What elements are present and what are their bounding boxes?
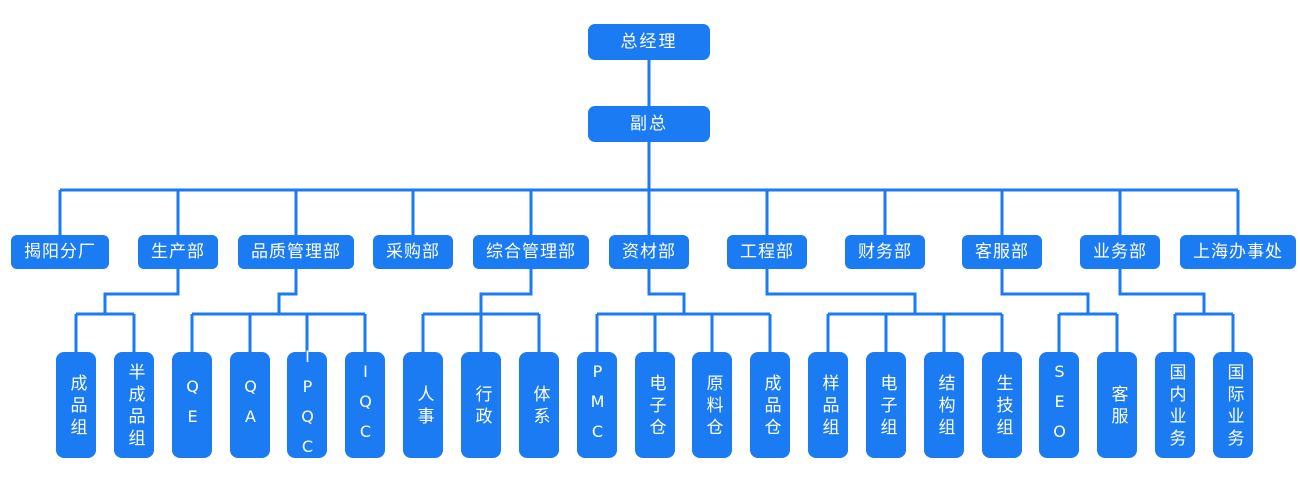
team-node-16: 生技组	[982, 352, 1022, 458]
department-node-5: 资材部	[609, 235, 689, 269]
team-node-20: 国际业务	[1213, 352, 1253, 458]
team-node-9: PMC	[577, 352, 617, 458]
department-node-7: 财务部	[845, 235, 925, 269]
department-node-6: 工程部	[727, 235, 807, 269]
team-node-6: 人事	[403, 352, 443, 458]
team-node-14: 电子组	[866, 352, 906, 458]
department-node-0: 揭阳分厂	[11, 235, 109, 269]
department-node-10: 上海办事处	[1180, 235, 1296, 269]
department-node-9: 业务部	[1080, 235, 1160, 269]
org-node-deputy-general-manager: 副总	[588, 106, 710, 142]
team-node-12: 成品仓	[750, 352, 790, 458]
team-node-13: 样品组	[808, 352, 848, 458]
department-node-3: 采购部	[373, 235, 453, 269]
team-node-10: 电子仓	[635, 352, 675, 458]
team-node-19: 国内业务	[1155, 352, 1195, 458]
team-node-7: 行政	[461, 352, 501, 458]
team-node-15: 结构组	[924, 352, 964, 458]
team-node-2: QE	[172, 352, 212, 458]
team-node-5: IQC	[345, 352, 385, 458]
department-node-2: 品质管理部	[238, 235, 354, 269]
department-node-4: 综合管理部	[473, 235, 589, 269]
team-node-8: 体系	[519, 352, 559, 458]
team-node-3: QA	[230, 352, 270, 458]
team-node-0: 成品组	[56, 352, 96, 458]
team-node-18: 客服	[1097, 352, 1137, 458]
department-node-8: 客服部	[962, 235, 1042, 269]
connector-path	[58, 60, 1240, 352]
org-node-general-manager: 总经理	[588, 24, 710, 60]
team-node-17: SEO	[1039, 352, 1079, 458]
team-node-1: 半成品组	[114, 352, 154, 458]
team-node-11: 原料仓	[692, 352, 732, 458]
department-node-1: 生产部	[138, 235, 218, 269]
team-node-4: IPQC	[287, 347, 327, 467]
